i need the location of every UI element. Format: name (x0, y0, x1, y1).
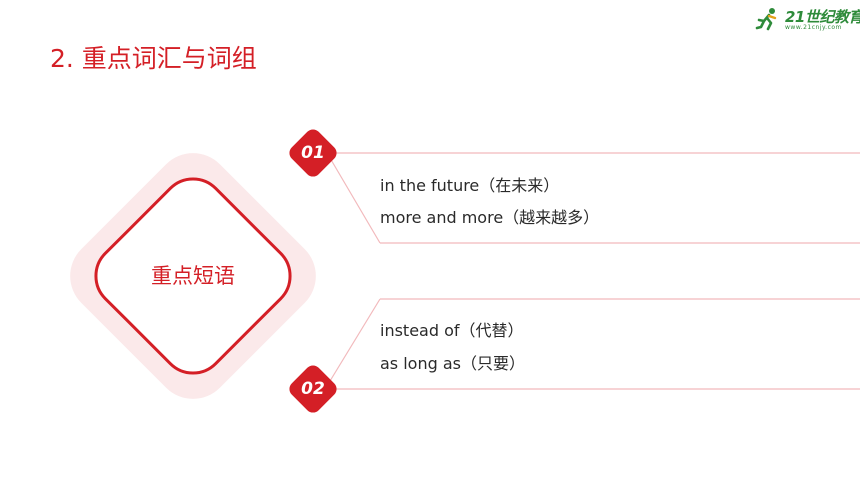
phrase-item: more and more（越来越多） (380, 208, 600, 227)
section-number: 02 (301, 379, 325, 399)
running-figure-icon (755, 8, 777, 31)
number-badge-02 (289, 365, 337, 413)
number-badge-01 (289, 129, 337, 177)
connector-line (329, 157, 381, 244)
phrase-item: instead of（代替） (380, 321, 524, 340)
phrase-item: in the future（在未来） (380, 176, 560, 195)
connector-line (329, 298, 381, 382)
phrase-item: as long as（只要） (380, 354, 525, 373)
logo: 21世纪教育 www.21cnjy.com (755, 4, 860, 34)
diamond-outline (94, 177, 292, 375)
page-title: 2. 重点词汇与词组 (50, 44, 257, 73)
logo-brand: 21世纪教育 (785, 8, 860, 26)
center-label: 重点短语 (151, 264, 235, 288)
logo-domain: www.21cnjy.com (785, 24, 842, 31)
section-number: 01 (301, 143, 325, 163)
